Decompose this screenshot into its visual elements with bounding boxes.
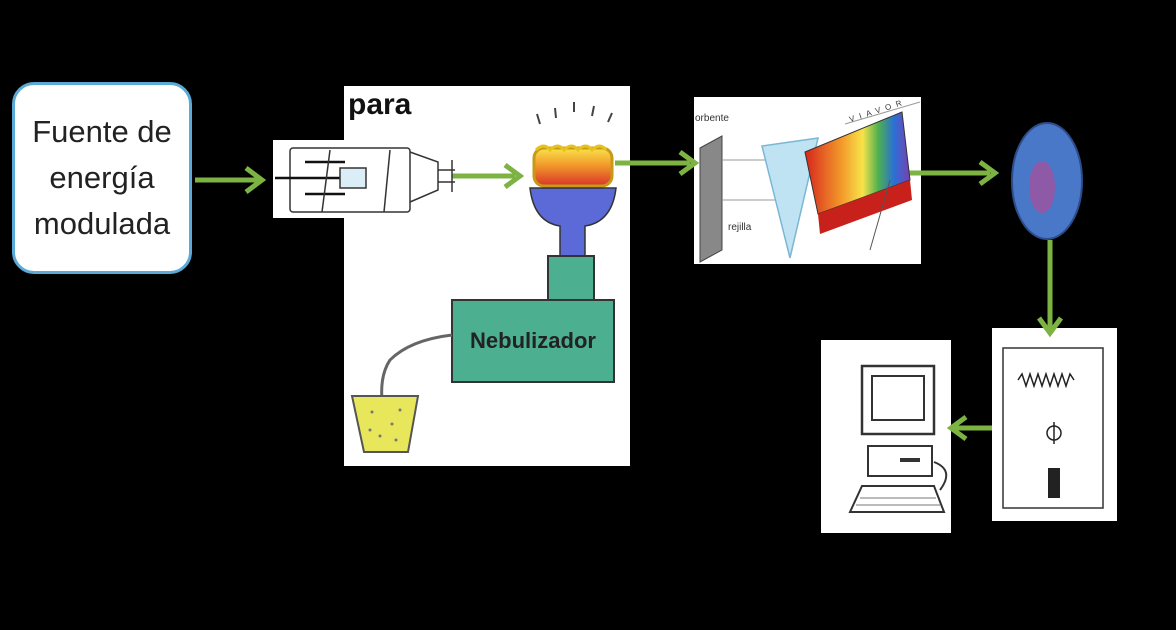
hollow-cathode-lamp [275,147,455,213]
source-label-line1: Fuente de [32,114,172,149]
slit-label: rejilla [728,222,752,233]
absorbent-partial-label: orbente [695,113,729,124]
burner-icon [529,187,617,257]
flame-icon [532,102,614,188]
monochromator-icon [699,101,921,263]
detector-icon [1011,122,1083,240]
arrow-monochromator-to-detector [905,159,1000,187]
nebulizer-icon [451,255,615,383]
source-label-line3: modulada [33,206,171,241]
computer-icon [848,364,948,513]
arrow-detector-to-amplifier [1036,240,1064,338]
energy-source-box: Fuente de energía modulada [12,82,192,274]
arrow-source-to-lamp [195,166,267,194]
arrow-flame-to-monochromator [615,149,700,177]
arrow-lamp-to-flame [452,162,525,190]
arrow-amplifier-to-computer [946,414,992,442]
nebulizer-label: Nebulizador [470,328,596,353]
amplifier-icon [1002,347,1104,509]
atomizer-partial-label: para [348,88,412,121]
source-label-line2: energía [49,160,155,195]
sample-beaker-icon [350,333,453,453]
